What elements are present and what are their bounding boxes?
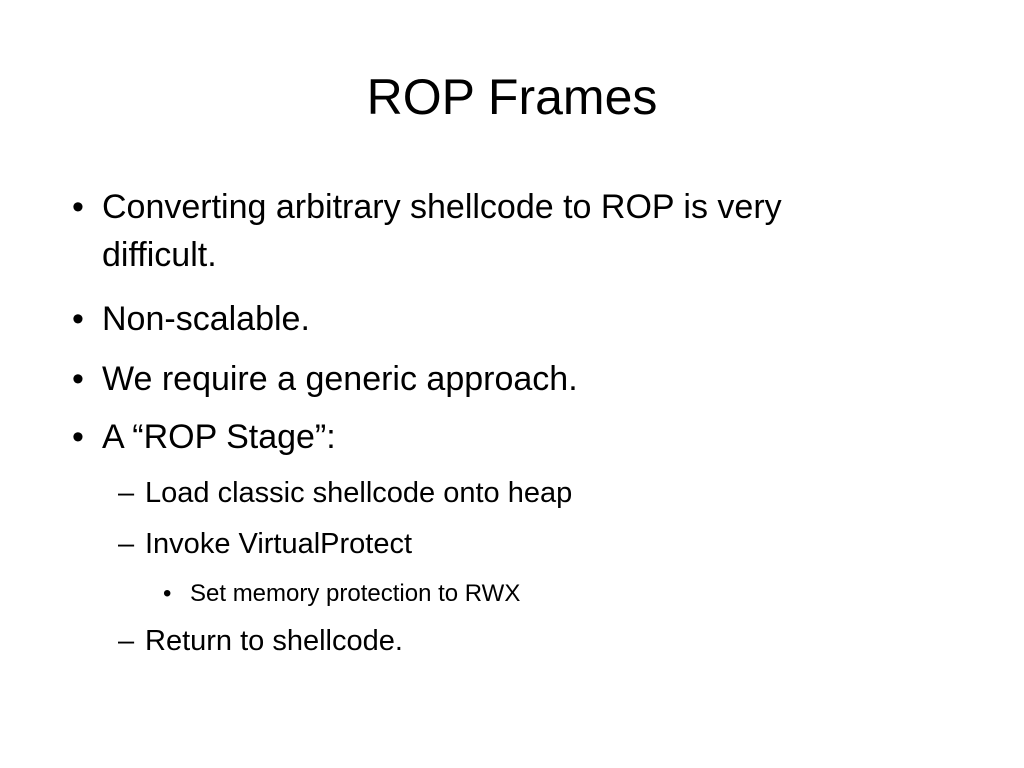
dash-marker: – bbox=[118, 625, 135, 657]
bullet-marker: • bbox=[72, 360, 84, 398]
bullet-text: Load classic shellcode onto heap bbox=[145, 477, 573, 509]
bullet-marker: • bbox=[72, 418, 84, 456]
bullet-text: Non-scalable. bbox=[102, 300, 310, 338]
bullet-text: Converting arbitrary shellcode to ROP is… bbox=[102, 188, 782, 226]
bullet-marker: • bbox=[163, 580, 172, 607]
bullet-text: We require a generic approach. bbox=[102, 360, 578, 398]
bullet-text: A “ROP Stage”: bbox=[102, 418, 336, 456]
bullet-text: Set memory protection to RWX bbox=[190, 580, 521, 607]
bullet-marker: • bbox=[72, 188, 84, 226]
bullet-text: Return to shellcode. bbox=[145, 625, 403, 657]
bullet-text: Invoke VirtualProtect bbox=[145, 528, 413, 560]
slide-title: ROP Frames bbox=[366, 69, 658, 125]
dash-marker: – bbox=[118, 528, 135, 560]
bullet-text: difficult. bbox=[102, 236, 217, 274]
bullet-marker: • bbox=[72, 300, 84, 338]
dash-marker: – bbox=[118, 477, 135, 509]
